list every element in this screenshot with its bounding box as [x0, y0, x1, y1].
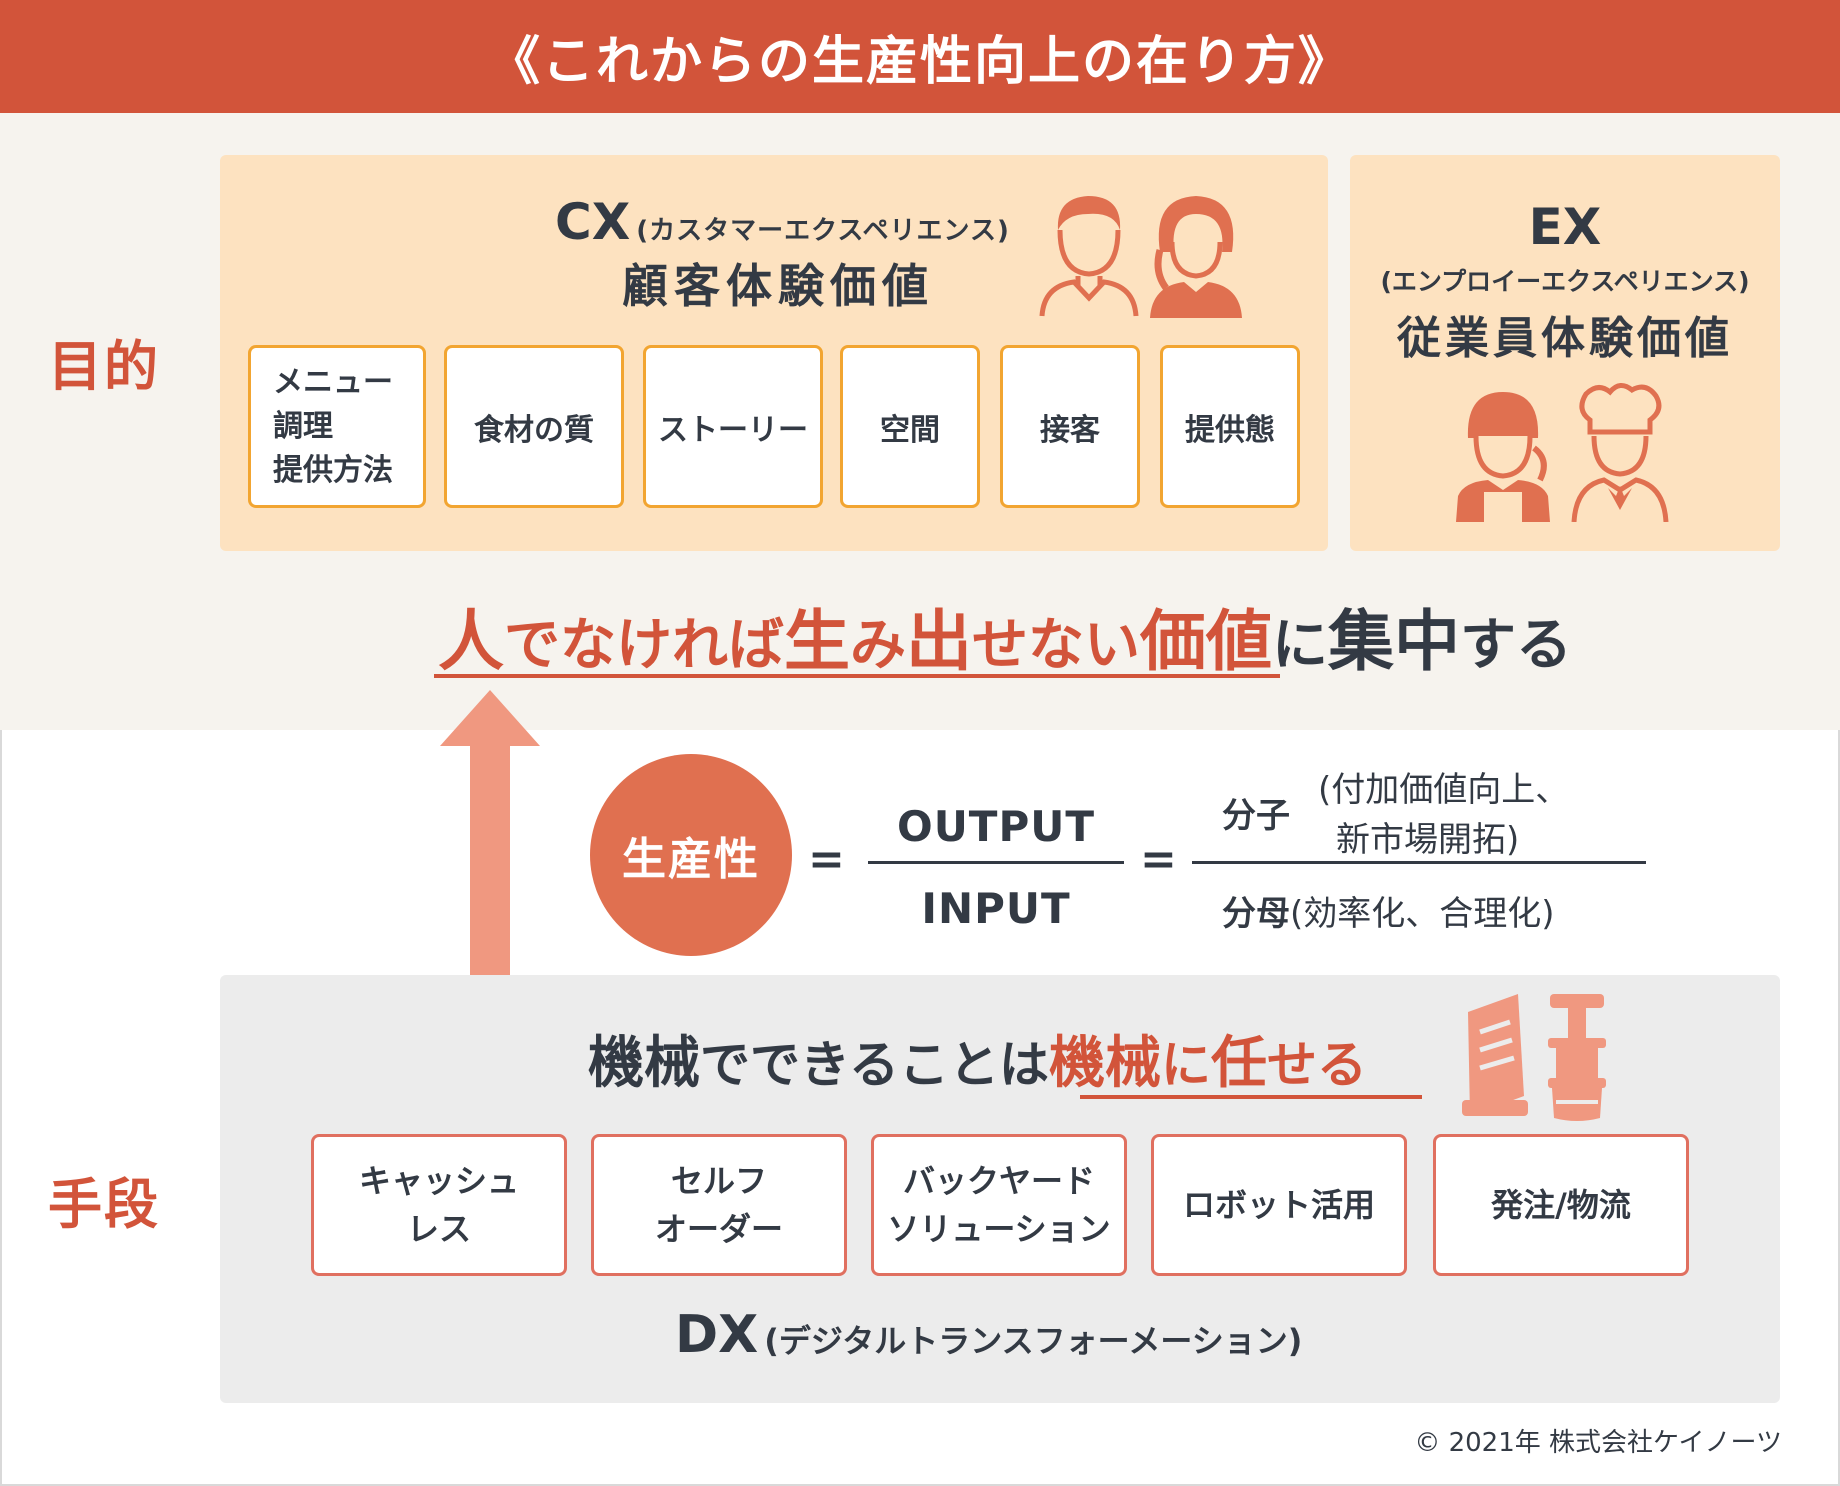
focus-part-4: み	[850, 613, 906, 678]
customer-woman-icon	[1150, 196, 1242, 318]
cx-japanese: 顧客体験価値	[622, 259, 934, 313]
purpose-label: 目的	[48, 335, 160, 398]
dx-item-cashless: キャッシュ レス	[311, 1134, 567, 1276]
input-label: INPUT	[921, 884, 1071, 933]
robot-tower-icon	[1462, 994, 1528, 1116]
cx-item-service: 接客	[1000, 345, 1140, 508]
page-title: 《これからの生産性向上の在り方》	[0, 0, 1840, 113]
machine-part-3: 機械	[1049, 1031, 1161, 1096]
serving-robot-icon	[1548, 994, 1606, 1121]
machine-part-5: 任	[1211, 1031, 1267, 1096]
equals-sign-2: =	[1140, 834, 1177, 885]
numerator-label: 分子	[1222, 796, 1290, 836]
machine-statement: 機械でできることは機械に任せる	[588, 1018, 1367, 1099]
copyright: © 2021年 株式会社ケイノーツ	[1414, 1428, 1782, 1458]
staff-woman-icon	[1456, 392, 1550, 522]
fraction-line-1	[868, 861, 1124, 864]
chef-icon	[1571, 383, 1669, 522]
focus-underline	[434, 674, 1280, 678]
fraction-line-2	[1192, 861, 1646, 864]
cx-english: (カスタマーエクスペリエンス)	[636, 216, 1010, 246]
up-arrow-head	[440, 690, 540, 746]
machine-part-2: でできることは	[700, 1036, 1049, 1094]
ex-abbr: EX	[1528, 198, 1602, 256]
output-label: OUTPUT	[897, 802, 1095, 851]
focus-part-2: でなければ	[504, 613, 784, 678]
dx-item-robot-use: ロボット活用	[1151, 1134, 1407, 1276]
productivity-circle: 生産性	[590, 754, 792, 956]
focus-part-9: 集中	[1328, 603, 1460, 680]
equals-sign-1: =	[808, 834, 845, 885]
focus-part-8: に	[1272, 613, 1328, 678]
ex-panel	[1350, 155, 1780, 551]
cx-item-menu: メニュー 調理 提供方法	[248, 345, 426, 508]
focus-statement: 人でなければ生み出せない価値に集中する	[438, 588, 1572, 684]
dx-item-self-order: セルフ オーダー	[591, 1134, 847, 1276]
focus-part-7: 価値	[1140, 603, 1272, 680]
cx-item-space: 空間	[840, 345, 980, 508]
machine-part-4: に	[1161, 1036, 1211, 1094]
ex-english: (エンプロイーエクスペリエンス)	[1380, 267, 1750, 296]
machine-part-6: せる	[1267, 1036, 1367, 1094]
numerator-note-1: (付加価値向上、	[1318, 770, 1570, 810]
focus-part-6: せない	[972, 613, 1140, 678]
dx-english: (デジタルトランスフォーメーション)	[764, 1322, 1303, 1360]
dx-item-ordering-logistics: 発注/物流	[1433, 1134, 1689, 1276]
dx-heading: DX(デジタルトランスフォーメーション)	[675, 1305, 1302, 1365]
machine-underline	[1080, 1095, 1422, 1099]
cx-heading: CX(カスタマーエクスペリエンス)	[555, 193, 1010, 251]
cx-abbr: CX	[555, 193, 631, 251]
focus-part-10: する	[1460, 613, 1572, 678]
means-label: 手段	[48, 1173, 160, 1236]
machine-part-1: 機械	[588, 1031, 700, 1096]
dx-item-backyard-solution: バックヤード ソリューション	[871, 1134, 1127, 1276]
focus-part-1: 人	[438, 603, 504, 680]
customer-man-icon	[1039, 196, 1139, 317]
numerator-note-2: 新市場開拓)	[1336, 820, 1520, 860]
focus-part-5: 出	[906, 603, 972, 680]
dx-abbr: DX	[675, 1305, 759, 1365]
ex-japanese: 従業員体験価値	[1397, 313, 1733, 364]
denominator: 分母(効率化、合理化)	[1222, 894, 1555, 934]
cx-item-ingredients: 食材の質	[444, 345, 624, 508]
cx-item-serving-style: 提供態	[1160, 345, 1300, 508]
cx-item-story: ストーリー	[643, 345, 823, 508]
focus-part-3: 生	[784, 603, 850, 680]
